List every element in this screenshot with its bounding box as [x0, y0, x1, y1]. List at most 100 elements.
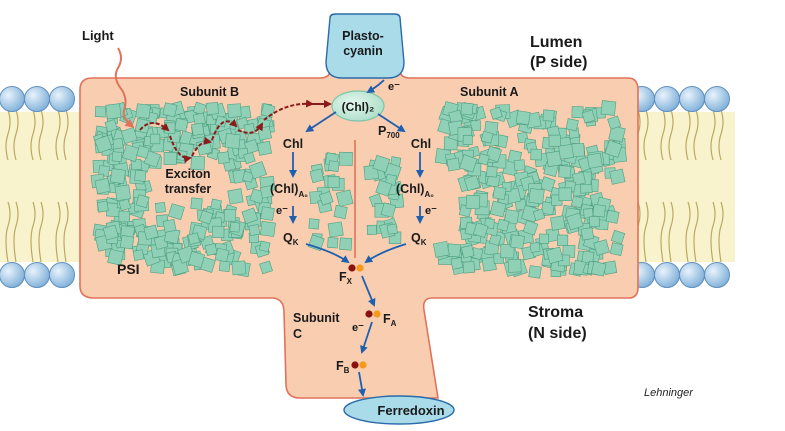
lipid-tail	[718, 201, 724, 263]
lipid-head	[24, 262, 50, 288]
chlorophyll-square	[162, 218, 177, 233]
lipid-tail	[38, 109, 44, 161]
qk-left-label: QK	[283, 231, 299, 247]
lipid-tail	[710, 201, 716, 263]
chlorophyll-square	[539, 176, 556, 193]
chlorophyll-square	[583, 207, 594, 219]
chlorophyll-square	[459, 154, 478, 173]
chlorophyll-square	[164, 122, 176, 134]
chl2-special-pair	[331, 90, 385, 122]
fa-main: F	[383, 312, 391, 326]
subunit-c-label-1: Subunit	[293, 311, 340, 325]
chlorophyll-square	[259, 220, 276, 237]
chlorophyll-square	[530, 148, 542, 161]
chlorophyll-square	[503, 209, 520, 225]
qk-right-label: QK	[411, 231, 427, 247]
chlorophyll-square	[248, 224, 261, 237]
arrow-qk-to-fx-right	[364, 243, 407, 264]
lipid-tail	[718, 109, 724, 161]
fb-label: FB	[336, 359, 350, 375]
lipid-tail	[13, 109, 19, 161]
chl2-label: (Chl)₂	[342, 100, 375, 114]
chlorophyll-square	[450, 257, 464, 270]
chlorophyll-square	[327, 221, 344, 238]
subunit-c-label-2: C	[293, 327, 302, 341]
chlorophyll-square	[191, 122, 205, 136]
lipid-head	[679, 262, 705, 288]
chlorophyll-square	[118, 210, 131, 223]
chlorophyll-square	[496, 218, 510, 232]
lumen-side-label: (P side)	[530, 54, 588, 71]
chlorophyll-square	[308, 218, 320, 230]
chlorophyll-square	[102, 224, 119, 241]
subunit-b-label: Subunit B	[180, 85, 239, 99]
chlorophyll-square	[210, 198, 222, 211]
lipid-tail	[685, 109, 691, 161]
chlorophyll-square	[135, 194, 150, 209]
chlorophyll-square	[132, 249, 145, 261]
chlorophyll-square	[309, 168, 325, 184]
chlorophyll-square	[224, 133, 241, 149]
chlorophyll-square	[558, 187, 572, 201]
arrow-plastocyanin-to-chl2	[366, 79, 385, 94]
chlorophyll-clusters	[90, 100, 628, 279]
chlorophyll-square	[605, 209, 620, 224]
chlorophyll-square	[134, 169, 147, 182]
fx-cluster	[348, 264, 364, 272]
lipid-head	[654, 262, 680, 288]
chlorophyll-square	[243, 151, 256, 165]
chlorophyll-square	[486, 166, 498, 178]
chlorophyll-square	[462, 134, 473, 146]
p700-subscript: 700	[386, 131, 400, 140]
lipid-tail	[660, 109, 666, 161]
chlorophyll-square	[214, 115, 228, 128]
chla0-left-label: (Chl)A₀	[270, 182, 308, 199]
chlorophyll-square	[472, 222, 489, 238]
chlorophyll-square	[465, 194, 481, 210]
qk-right-main: Q	[411, 231, 421, 245]
lipid-tail	[693, 109, 699, 161]
lipid-tail	[38, 201, 44, 263]
chlorophyll-square	[104, 119, 118, 133]
plastocyanin-label-2: cyanin	[343, 44, 383, 58]
arrow-fx-to-fa	[361, 275, 376, 307]
chlorophyll-square	[558, 143, 574, 160]
exciton-arrow-5	[237, 122, 263, 134]
chlorophyll-square	[217, 151, 230, 165]
fa-label: FA	[383, 312, 397, 328]
lipid-tail	[5, 201, 11, 263]
chlorophyll-square	[163, 151, 177, 165]
psi-label: PSI	[117, 261, 140, 277]
p700-label: P700	[378, 124, 400, 140]
chlorophyll-square	[257, 125, 273, 141]
chl-left-label: Chl	[283, 137, 303, 151]
lipid-tail	[660, 201, 666, 263]
chlorophyll-square	[607, 115, 622, 130]
chlorophyll-square	[111, 137, 124, 150]
chla0-right-main: (Chl)	[396, 182, 424, 196]
chlorophyll-square	[227, 103, 242, 118]
exciton-arrow-4	[211, 118, 238, 141]
chlorophyll-square	[581, 250, 595, 264]
p700-main: P	[378, 124, 386, 138]
chlorophyll-square	[542, 109, 555, 122]
chlorophyll-square	[462, 261, 476, 274]
fx-main: F	[339, 270, 347, 284]
chlorophyll-square	[609, 242, 624, 257]
chlorophyll-square	[259, 260, 273, 275]
lipid-tail	[30, 201, 36, 263]
chlorophyll-square	[571, 171, 586, 186]
chlorophyll-square	[546, 246, 564, 264]
lipid-tail	[13, 201, 19, 263]
chlorophyll-square	[586, 152, 603, 169]
chlorophyll-square	[565, 212, 584, 231]
lipid-tail	[710, 109, 716, 161]
ferredoxin-shape	[343, 395, 455, 425]
chlorophyll-square	[528, 188, 545, 205]
exciton-arrow-1	[139, 122, 170, 132]
chla0-right-label: (Chl)A₀	[396, 182, 434, 199]
chlorophyll-square	[227, 188, 244, 205]
chlorophyll-square	[375, 179, 393, 197]
chlorophyll-square	[386, 223, 398, 235]
lipid-head	[49, 262, 75, 288]
